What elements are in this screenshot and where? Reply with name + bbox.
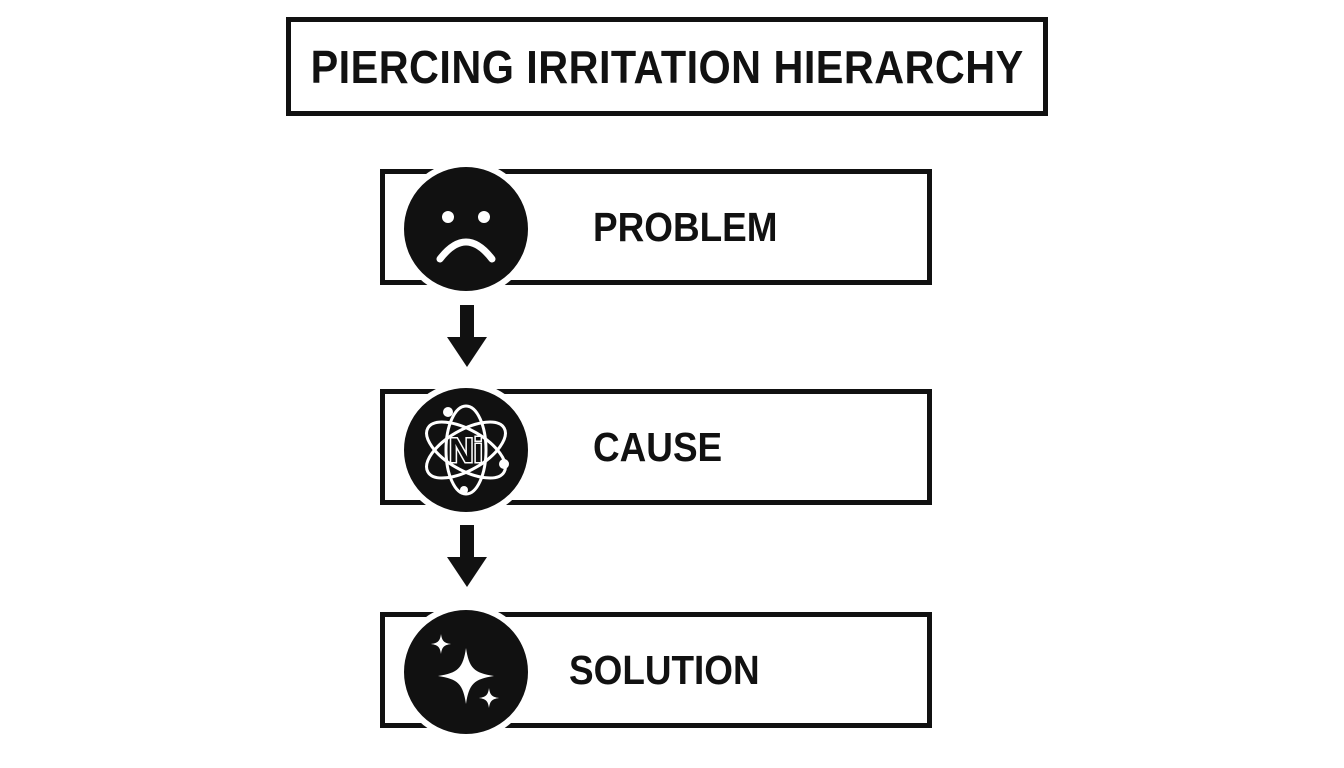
- sad-face-icon: [436, 211, 496, 263]
- diagram-title: PIERCING IRRITATION HIERARCHY: [310, 40, 1024, 93]
- step-problem-icon-circle: [398, 161, 534, 297]
- step-cause-icon-circle: Ni: [398, 382, 534, 518]
- nickel-symbol: Ni: [449, 432, 483, 470]
- arrow-down-icon: [447, 305, 487, 367]
- step-cause-label: CAUSE: [593, 423, 723, 470]
- arrow-down-icon: [447, 525, 487, 587]
- title-box: PIERCING IRRITATION HIERARCHY: [286, 17, 1048, 116]
- step-solution-icon-circle: [398, 604, 534, 740]
- sparkle-icon: [431, 634, 499, 708]
- nickel-atom-icon: Ni: [425, 404, 509, 496]
- step-solution-label: SOLUTION: [569, 646, 760, 693]
- step-cause-box: CAUSE: [380, 389, 932, 505]
- step-problem-label: PROBLEM: [593, 203, 778, 250]
